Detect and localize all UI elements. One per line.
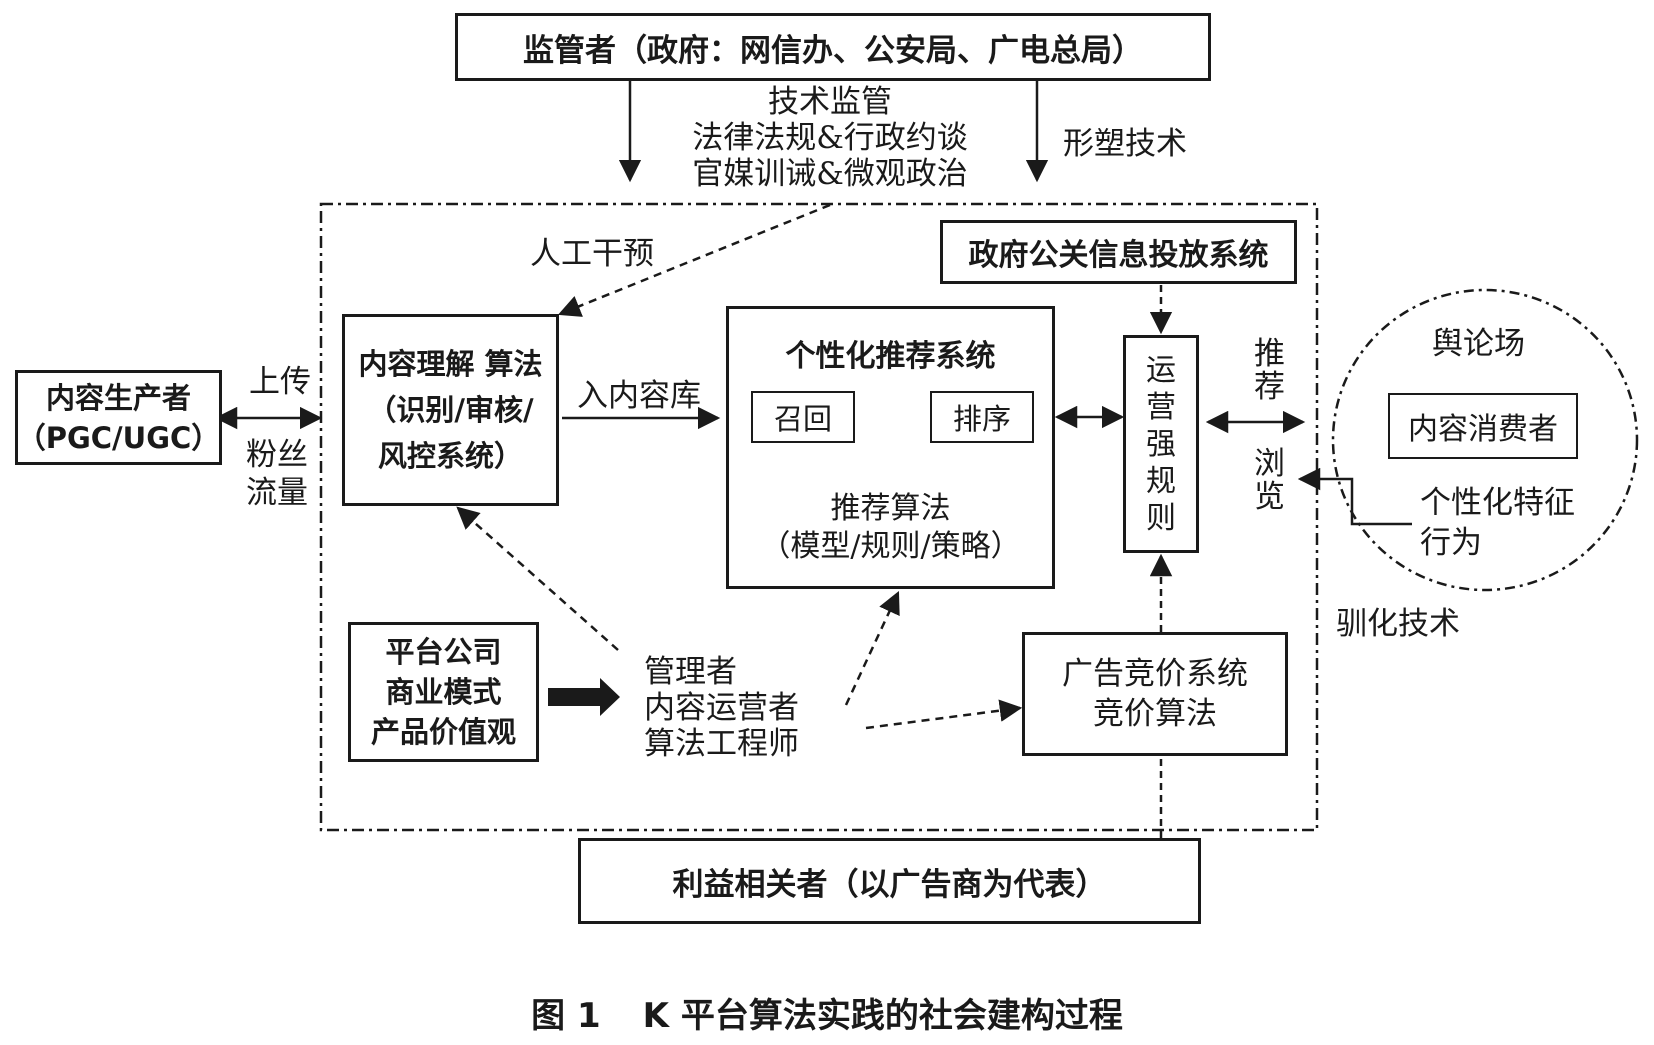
recommend-char-2: 荐 xyxy=(1254,368,1285,405)
ad-bidding-box: 广告竞价系统 竞价算法 xyxy=(1022,632,1288,756)
ranking-label: 排序 xyxy=(952,402,1011,436)
ad-bidding-line2: 竞价算法 xyxy=(1093,696,1217,732)
operation-rules-char-4: 规 xyxy=(1146,463,1176,499)
recommend-algorithm-line2: （模型/规则/策略） xyxy=(760,529,1021,564)
stakeholders-label: 利益相关者（以广告商为代表） xyxy=(672,866,1107,903)
gov-pr-system-label: 政府公关信息投放系统 xyxy=(968,238,1269,273)
operation-rules-box: 运 营 强 规 则 xyxy=(1123,335,1199,553)
recall-label: 召回 xyxy=(773,402,832,436)
figure-caption: 图 1 K 平台算法实践的社会建构过程 xyxy=(0,988,1654,1037)
recommend-algorithm-text: 推荐算法 （模型/规则/策略） xyxy=(729,490,1052,566)
platform-company-line3: 产品价值观 xyxy=(370,715,516,749)
personal-feature-text: 个性化特征 行为 xyxy=(1420,483,1575,563)
fan-traffic-line2: 流量 xyxy=(246,475,308,511)
ranking-box: 排序 xyxy=(930,391,1034,443)
browse-char-1: 浏 xyxy=(1254,446,1285,482)
feature-arrow xyxy=(1297,467,1412,526)
figure-number: 图 1 xyxy=(531,996,601,1036)
manual-intervention-arrow xyxy=(557,203,831,317)
public-opinion-circle xyxy=(1331,288,1639,592)
operation-rules-char-5: 则 xyxy=(1146,500,1176,536)
recommend-algorithm-line1: 推荐算法 xyxy=(830,491,951,526)
managers-line1: 管理者 xyxy=(644,654,737,690)
managers-to-understanding-arrow xyxy=(456,506,619,651)
recommend-system-title: 个性化推荐系统 xyxy=(785,339,996,374)
managers-line3: 算法工程师 xyxy=(644,726,799,762)
into-library-label: 入内容库 xyxy=(577,378,701,414)
regulator-method-2: 法律法规&行政约谈 xyxy=(692,120,968,156)
regulator-box: 监管者（政府：网信办、公安局、广电总局） xyxy=(455,13,1211,81)
public-opinion-title: 舆论场 xyxy=(1432,326,1525,362)
operation-rules-char-1: 运 xyxy=(1146,352,1176,388)
producer-line1: 内容生产者 xyxy=(45,380,191,415)
content-producer-box: 内容生产者 （PGC/UGC） xyxy=(15,370,222,465)
managers-line2: 内容运营者 xyxy=(644,690,799,726)
fan-traffic-label: 粉丝 流量 xyxy=(246,436,308,512)
operation-rules-char-2: 营 xyxy=(1146,389,1176,425)
stakeholders-box: 利益相关者（以广告商为代表） xyxy=(578,838,1201,924)
recommend-label: 推 荐 xyxy=(1254,338,1285,403)
platform-boundary xyxy=(319,202,1319,832)
content-understanding-line3: 风控系统） xyxy=(377,439,523,473)
platform-company-line1: 平台公司 xyxy=(385,635,502,669)
producer-line2: （PGC/UGC） xyxy=(16,420,221,455)
browse-label: 浏 览 xyxy=(1254,448,1285,513)
operation-rules-char-3: 强 xyxy=(1146,426,1176,462)
managers-text: 管理者 内容运营者 算法工程师 xyxy=(644,654,799,762)
regulator-methods: 技术监管 法律法规&行政约谈 官媒训诫&微观政治 xyxy=(680,84,980,192)
regulator-title: 监管者（政府：网信办、公安局、广电总局） xyxy=(523,32,1143,69)
figure-title: K 平台算法实践的社会建构过程 xyxy=(642,996,1123,1036)
content-consumer-label: 内容消费者 xyxy=(1408,412,1558,447)
content-understanding-box: 内容理解 算法 （识别/审核/ 风控系统） xyxy=(342,314,559,506)
personal-feature-line2: 行为 xyxy=(1420,525,1482,561)
content-understanding-line2: （识别/审核/ xyxy=(367,393,534,427)
platform-company-line2: 商业模式 xyxy=(385,675,502,709)
recommend-system-box: 个性化推荐系统 xyxy=(726,306,1055,589)
managers-to-recommend-arrow xyxy=(844,590,900,706)
upload-label: 上传 xyxy=(249,364,311,400)
recall-box: 召回 xyxy=(751,391,855,443)
managers-to-ad-arrow xyxy=(865,699,1023,730)
domestication-tech-label: 驯化技术 xyxy=(1336,606,1460,642)
content-consumer-box: 内容消费者 xyxy=(1388,393,1578,459)
platform-thick-arrow xyxy=(548,678,620,716)
ad-bidding-line1: 广告竞价系统 xyxy=(1062,656,1248,692)
regulator-method-3: 官媒训诫&微观政治 xyxy=(692,156,968,192)
platform-company-box: 平台公司 商业模式 产品价值观 xyxy=(348,622,539,762)
shaping-tech-label: 形塑技术 xyxy=(1063,126,1187,162)
browse-char-2: 览 xyxy=(1254,478,1285,515)
regulator-method-1: 技术监管 xyxy=(768,84,892,120)
fan-traffic-line1: 粉丝 xyxy=(246,437,308,473)
personal-feature-line1: 个性化特征 xyxy=(1420,485,1575,521)
recommend-char-1: 推 xyxy=(1254,336,1285,372)
manual-intervention-label: 人工干预 xyxy=(530,236,654,272)
content-understanding-line1: 内容理解 算法 xyxy=(358,347,543,381)
gov-pr-system-box: 政府公关信息投放系统 xyxy=(940,220,1297,284)
